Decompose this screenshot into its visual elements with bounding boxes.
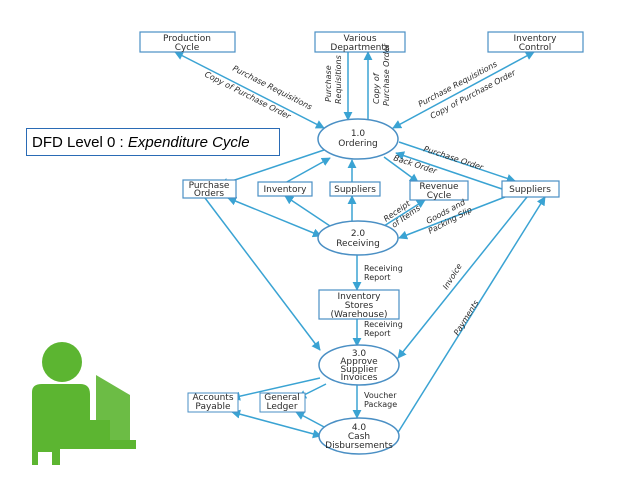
external-entities: Production Cycle Various Departments Inv… bbox=[139, 31, 584, 413]
entity-label-line: Production bbox=[163, 34, 211, 44]
flow-label-purchase-vertical: Purchase bbox=[324, 65, 333, 102]
entity-revenue-cycle: Revenue Cycle bbox=[409, 180, 469, 201]
data-flows bbox=[174, 51, 546, 439]
flow-label-back-order: Back Order bbox=[392, 153, 438, 176]
process-label-line: Disbursements bbox=[325, 441, 393, 451]
flow-label-receiving-report-line: Report bbox=[364, 329, 391, 338]
flow-receiving-inventory bbox=[284, 195, 331, 227]
process-cash: 4.0 Cash Disbursements bbox=[318, 417, 400, 455]
entity-label-line: General bbox=[264, 393, 299, 403]
entity-label-line: Cycle bbox=[427, 191, 452, 201]
process-label-line: Cash bbox=[348, 432, 370, 442]
flow-suppliers-approve bbox=[397, 196, 528, 359]
flow-label-receiving-report-line: Report bbox=[364, 273, 391, 282]
entity-inventory-control: Inventory Control bbox=[487, 31, 584, 53]
entity-suppliers-right: Suppliers bbox=[501, 180, 560, 198]
flow-label-receiving-report-line: Receiving bbox=[364, 264, 403, 273]
entity-production-cycle: Production Cycle bbox=[139, 31, 236, 53]
flow-label-payments: Payments bbox=[452, 299, 481, 337]
flow-label-requisitions-vertical: Requisitions bbox=[334, 55, 343, 104]
process-receiving: 2.0 Receiving bbox=[317, 220, 399, 256]
flow-purchaseorders-approve bbox=[204, 197, 321, 351]
flow-ordering-suppliers-po bbox=[398, 141, 516, 183]
entity-label-line: Payable bbox=[195, 402, 231, 412]
process-label-line: 4.0 bbox=[352, 423, 367, 433]
flow-approve-accountspayable bbox=[231, 377, 321, 401]
entity-label-line: Orders bbox=[194, 189, 225, 199]
flow-cash-accountspayable bbox=[231, 409, 322, 439]
process-label-line: Receiving bbox=[336, 239, 380, 249]
entity-label-line: Revenue bbox=[419, 182, 459, 192]
entity-label-line: Control bbox=[519, 43, 552, 53]
entity-label-line: Accounts bbox=[192, 393, 233, 403]
entity-label-line: Suppliers bbox=[334, 185, 376, 195]
entity-label-line: Cycle bbox=[175, 43, 200, 53]
process-label-line: Approve bbox=[340, 357, 378, 367]
entity-suppliers-mid: Suppliers bbox=[329, 181, 381, 197]
flow-receiving-revenue bbox=[383, 199, 426, 227]
entity-inventory: Inventory bbox=[257, 181, 313, 197]
flow-label-copy-of-vertical: Copy of bbox=[372, 72, 381, 104]
flow-suppliers-ordering-backorder bbox=[395, 151, 506, 191]
entity-label-line: Departments bbox=[330, 43, 389, 53]
entity-various-departments: Various Departments bbox=[314, 31, 406, 53]
flow-label-receiving-report-line: Receiving bbox=[364, 320, 403, 329]
flow-ordering-purchaseorders bbox=[219, 149, 325, 187]
flow-purchaseorders-receiving bbox=[227, 196, 322, 238]
entity-label-line: Inventory bbox=[264, 185, 308, 195]
entity-label-line: Inventory bbox=[338, 292, 382, 302]
diagram-caption: DFD Level 0 : Expenditure Cycle bbox=[26, 128, 280, 156]
entity-label-line: Inventory bbox=[514, 34, 558, 44]
process-label-line: Invoices bbox=[341, 373, 378, 383]
flow-production-ordering bbox=[174, 51, 325, 129]
entity-label-line: Ledger bbox=[266, 402, 297, 412]
process-label-line: Supplier bbox=[340, 365, 377, 375]
entity-label-line: (Warehouse) bbox=[330, 310, 387, 320]
entity-purchase-orders: Purchase Orders bbox=[182, 179, 237, 199]
process-approve: 3.0 Approve Supplier Invoices bbox=[318, 344, 400, 386]
flow-label-invoice: Invoice bbox=[441, 262, 464, 291]
entity-label-line: Stores bbox=[345, 301, 374, 311]
flow-inventorycontrol-ordering bbox=[392, 51, 535, 129]
flow-label-voucher-line: Voucher bbox=[364, 391, 397, 400]
flow-ordering-revenue bbox=[383, 156, 419, 183]
flow-label-voucher-line: Package bbox=[364, 400, 397, 409]
entity-general-ledger: General Ledger bbox=[259, 392, 306, 413]
person-at-computer-icon bbox=[26, 342, 136, 465]
process-label-line: Ordering bbox=[338, 139, 378, 149]
flow-inventory-ordering bbox=[284, 157, 331, 184]
entity-inventory-stores: Inventory Stores (Warehouse) bbox=[318, 289, 400, 320]
process-label-line: 3.0 bbox=[352, 349, 367, 359]
entity-label-line: Various bbox=[343, 34, 376, 44]
entity-label-line: Purchase bbox=[189, 181, 230, 191]
flow-suppliers-receiving bbox=[398, 196, 506, 240]
flow-cash-suppliers bbox=[396, 196, 546, 435]
caption-prefix: DFD Level 0 : bbox=[32, 133, 128, 151]
flow-label-purchase-order-vertical: Purchase Order bbox=[382, 43, 391, 106]
flow-cash-generalledger bbox=[295, 411, 327, 429]
entity-label-line: Suppliers bbox=[509, 185, 551, 195]
process-ordering: 1.0 Ordering bbox=[317, 118, 399, 160]
caption-name: Expenditure Cycle bbox=[127, 133, 250, 151]
processes: 1.0 Ordering 2.0 Receiving 3.0 Approve S… bbox=[317, 118, 400, 455]
process-label-line: 2.0 bbox=[351, 229, 366, 239]
process-label-line: 1.0 bbox=[351, 129, 366, 139]
entity-accounts-payable: Accounts Payable bbox=[187, 392, 239, 413]
